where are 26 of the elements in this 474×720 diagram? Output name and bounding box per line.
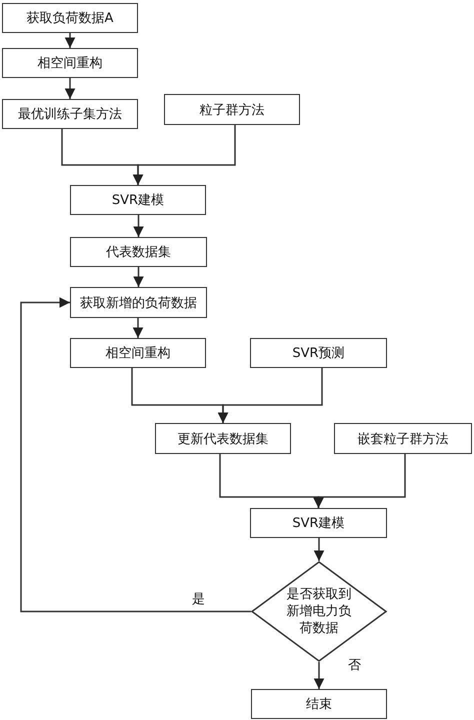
arrow	[20, 297, 251, 612]
process-box: 最优训练子集方法	[2, 99, 138, 129]
arrow	[133, 215, 144, 237]
process-box: 结束	[251, 689, 387, 719]
arrow	[313, 454, 406, 508]
process-box: 代表数据集	[70, 237, 207, 267]
process-box: 嵌套粒子群方法	[334, 423, 472, 454]
arrow	[132, 318, 144, 338]
process-box: 更新代表数据集	[155, 423, 291, 454]
arrow	[133, 267, 144, 287]
arrow	[64, 78, 76, 99]
arrow	[218, 368, 323, 423]
arrow	[314, 538, 324, 561]
edge-label: 否	[346, 656, 363, 674]
process-box: SVR建模	[70, 185, 206, 215]
arrow	[314, 662, 324, 689]
process-box: SVR建模	[250, 508, 387, 538]
process-box: 获取负荷数据A	[2, 3, 138, 33]
process-box: SVR预测	[250, 338, 387, 368]
edge-label: 是	[190, 590, 207, 608]
process-box: 相空间重构	[70, 338, 206, 368]
arrow	[132, 125, 236, 185]
process-box: 获取新增的负荷数据	[70, 287, 207, 318]
arrow	[64, 33, 76, 48]
process-box: 粒子群方法	[164, 94, 300, 125]
process-box: 相空间重构	[2, 48, 138, 78]
